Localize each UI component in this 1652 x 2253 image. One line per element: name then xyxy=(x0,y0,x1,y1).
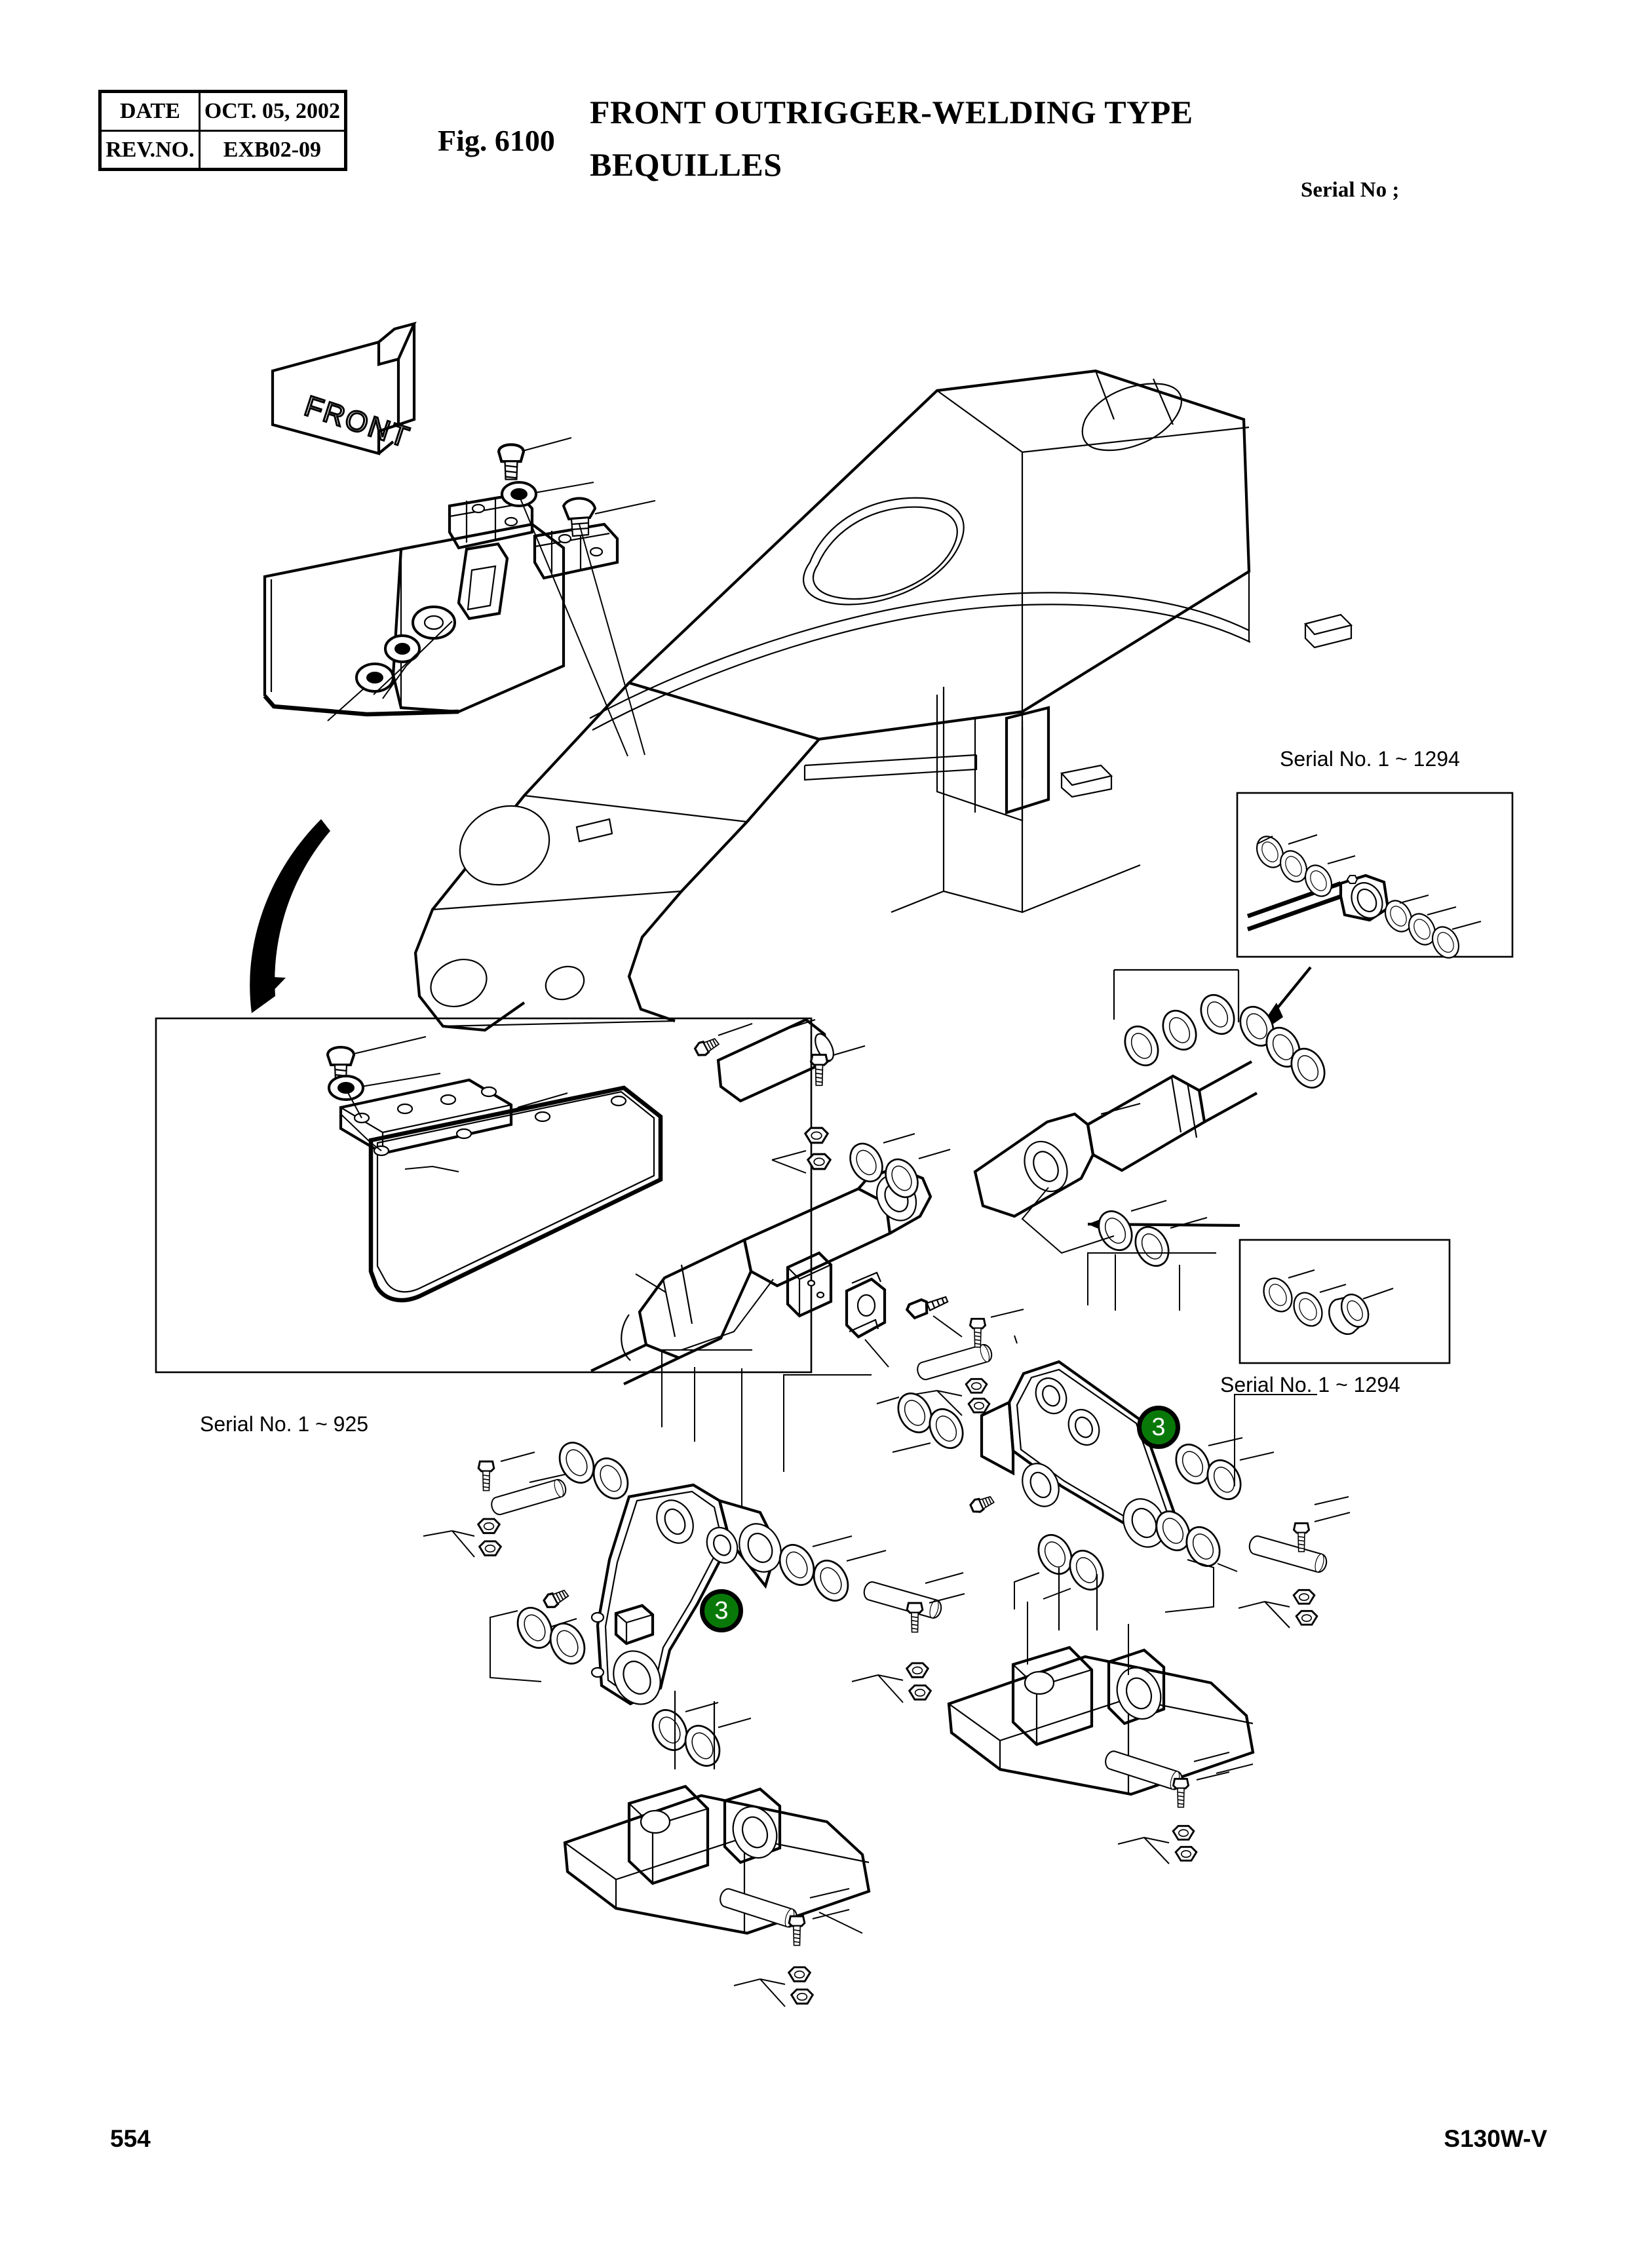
detail-zoom-arrow-left xyxy=(250,819,330,1013)
callout-badge-3-right[interactable]: 3 xyxy=(1137,1406,1180,1449)
revision-info-table: DATE OCT. 05, 2002 REV.NO. EXB02-09 xyxy=(98,90,347,172)
page-title-french: BEQUILLES xyxy=(590,146,782,183)
page-number: 554 xyxy=(110,2125,151,2152)
detail-inset-bushing xyxy=(1087,1212,1451,1364)
caption-serial-1294-mid: Serial No. 1 ~ 1294 xyxy=(1220,1373,1400,1396)
revision-label: REV.NO. xyxy=(99,129,201,171)
machine-chassis-frame xyxy=(413,369,1353,1032)
pin-assembly-upper-left xyxy=(692,1018,951,1204)
callout-bracket-lines xyxy=(661,1252,1317,1769)
table-row: DATE OCT. 05, 2002 xyxy=(99,90,347,132)
table-row: REV.NO. EXB02-09 xyxy=(99,129,347,171)
caption-serial-925: Serial No. 1 ~ 925 xyxy=(200,1412,369,1436)
hydraulic-cylinder-right xyxy=(973,969,1332,1273)
date-label: DATE xyxy=(99,90,201,132)
front-direction-arrow: FRONT xyxy=(271,321,417,455)
date-value: OCT. 05, 2002 xyxy=(198,90,347,132)
detail-inset-mudflap xyxy=(155,1017,813,1374)
figure-number: Fig. 6100 xyxy=(438,124,555,157)
svg-text:FRONT: FRONT xyxy=(301,390,415,454)
caption-serial-1294-top: Serial No. 1 ~ 1294 xyxy=(1280,747,1460,771)
mudflap-assembly-upper xyxy=(263,437,656,757)
revision-value: EXB02-09 xyxy=(198,129,347,171)
serial-no-field-label: Serial No ; xyxy=(1301,178,1400,202)
page-title-english: FRONT OUTRIGGER-WELDING TYPE xyxy=(590,94,1193,130)
hydraulic-cylinder-left xyxy=(590,1166,963,1385)
outrigger-assembly-left xyxy=(423,1435,965,2007)
detail-inset-rod-end xyxy=(1236,792,1514,1039)
callout-badge-3-left[interactable]: 3 xyxy=(700,1589,743,1632)
model-number: S130W-V xyxy=(1444,2125,1547,2152)
